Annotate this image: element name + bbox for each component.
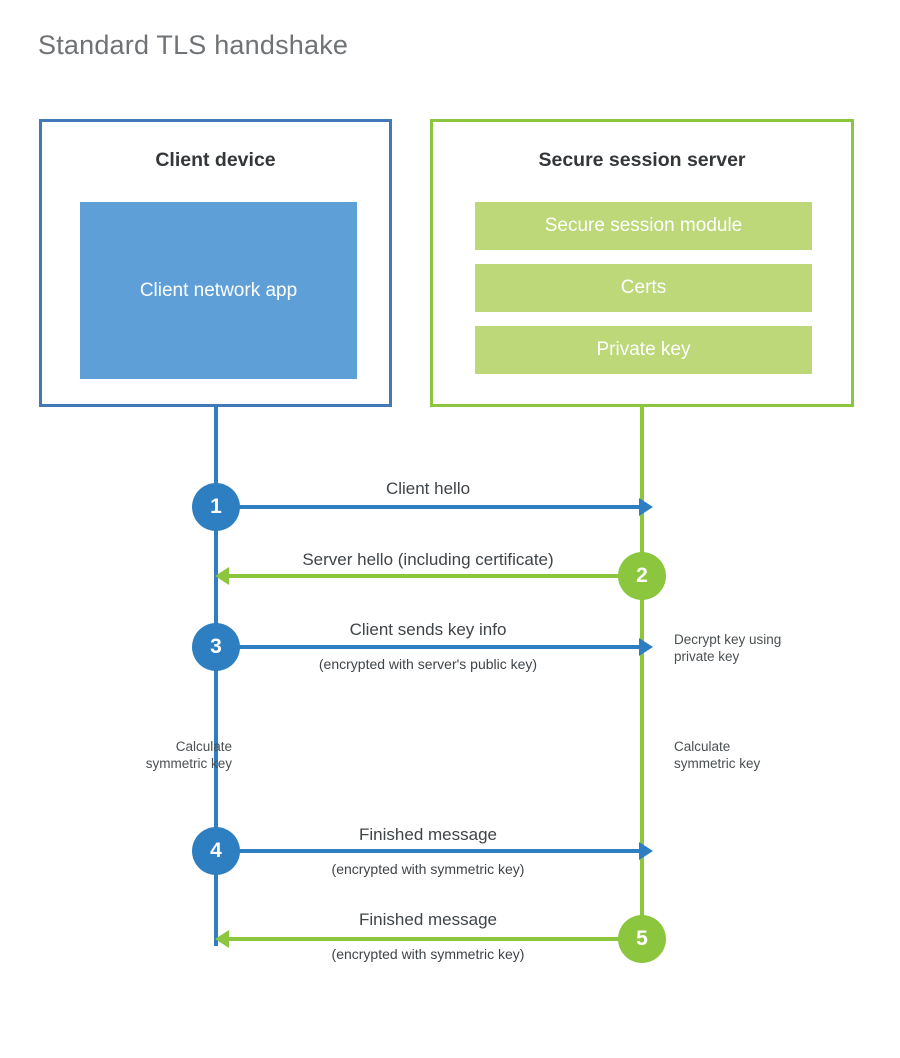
step-4-sublabel: (encrypted with symmetric key) [331,861,525,877]
annotation-server-calculate-symmetric-key: Calculate symmetric key [674,739,761,772]
client-lifeline [214,407,218,946]
client-device-title: Client device [155,149,276,171]
annotation-client-calculate-symmetric-key: Calculate symmetric key [145,739,232,772]
secure-session-server-box: Secure session server Secure session mod… [430,119,854,407]
client-network-app-block: Client network app [80,202,357,379]
arrow-head-icon [639,498,653,516]
step-5-sublabel: (encrypted with symmetric key) [331,946,525,962]
server-block-secure-session-module: Secure session module [475,202,812,250]
server-lifeline [640,407,644,939]
secure-session-server-title: Secure session server [538,149,746,171]
step-5-arrow [215,930,642,948]
step-marker-1: 1 [192,483,240,531]
step-marker-2: 2 [618,552,666,600]
step-2-label: Server hello (including certificate) [302,550,554,569]
arrow-head-icon [639,842,653,860]
annotation-decrypt-key: Decrypt key using private key [674,632,782,665]
step-3-label: Client sends key info [349,620,507,639]
step-2-arrow [215,567,642,585]
step-4-arrow [216,842,653,860]
step-marker-5: 5 [618,915,666,963]
step-marker-4: 4 [192,827,240,875]
server-block-certs: Certs [475,264,812,312]
step-3-arrow [216,638,653,656]
client-device-box: Client device Client network app [39,119,392,407]
page-title: Standard TLS handshake [38,30,349,60]
arrow-head-icon [215,567,229,585]
arrow-head-icon [639,638,653,656]
step-5-label: Finished message [359,910,497,929]
step-1-arrow [216,498,653,516]
step-4-label: Finished message [359,825,497,844]
step-1-label: Client hello [385,479,471,498]
step-3-sublabel: (encrypted with server's public key) [318,656,538,672]
server-block-private-key: Private key [475,326,812,374]
arrow-head-icon [215,930,229,948]
step-marker-3: 3 [192,623,240,671]
